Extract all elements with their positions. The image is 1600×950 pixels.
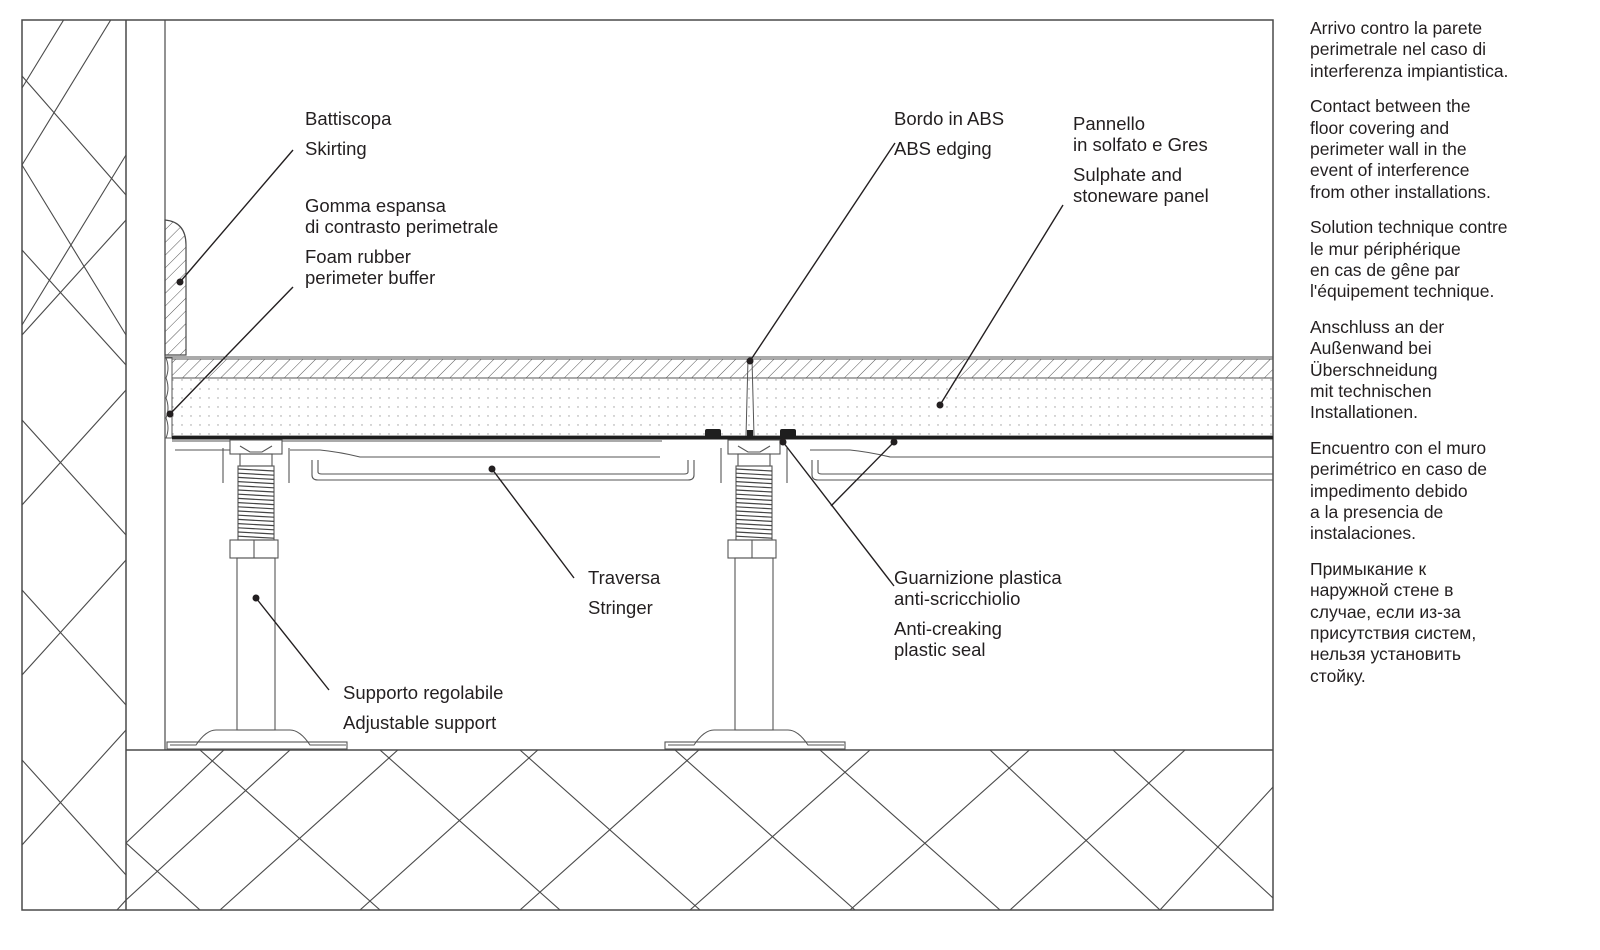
- note-en: Contact between the floor covering and p…: [1310, 96, 1491, 202]
- label-it: anti-scricchiolio: [894, 588, 1021, 609]
- label-it: Pannello: [1073, 113, 1146, 134]
- thread-line: [237, 518, 275, 522]
- thread-line: [735, 518, 773, 522]
- thread-line: [735, 527, 773, 531]
- abs-edging: [745, 358, 755, 438]
- label-en: Anti-creaking: [894, 618, 1002, 639]
- thread-line: [237, 476, 275, 480]
- skirting-board: [164, 219, 187, 356]
- thread-line: [735, 476, 773, 480]
- label-en: plastic seal: [894, 639, 986, 660]
- note-ru: Примыкание к наружной стене в случае, ес…: [1310, 559, 1477, 686]
- thread-line: [735, 497, 773, 501]
- label-it: Guarnizione plastica: [894, 567, 1062, 588]
- label-it: Battiscopa: [305, 108, 392, 129]
- label-en: ABS edging: [894, 138, 992, 159]
- wall-masonry: [22, 20, 166, 910]
- callout-support: Supporto regolabile Adjustable support: [343, 682, 503, 733]
- label-en: perimeter buffer: [305, 267, 436, 288]
- label-en: Foam rubber: [305, 246, 411, 267]
- thread-line: [237, 497, 275, 501]
- thread-line: [237, 527, 275, 531]
- label-en: Sulphate and: [1073, 164, 1183, 185]
- label-en: stoneware panel: [1073, 185, 1209, 206]
- thread-line: [237, 514, 275, 518]
- label-it: Bordo in ABS: [894, 108, 1005, 129]
- thread-line: [237, 531, 275, 535]
- thread-line: [735, 506, 773, 510]
- leader-skirting: [176, 149, 294, 286]
- label-it: in solfato e Gres: [1073, 134, 1208, 155]
- thread-line: [735, 493, 773, 497]
- thread-line: [735, 489, 773, 493]
- thread-line: [237, 535, 275, 539]
- anti-creak-seal: [705, 429, 796, 438]
- drawing-frame: [21, 19, 1274, 911]
- label-it: Traversa: [588, 567, 661, 588]
- callout-seal: Guarnizione plastica anti-scricchiolio A…: [894, 567, 1062, 660]
- leader-abs: [746, 142, 896, 365]
- thread-line: [735, 472, 773, 476]
- thread-line: [237, 468, 275, 472]
- thread-line: [237, 485, 275, 489]
- leader-lines: [166, 142, 1064, 691]
- side-notes: Arrivo contro la parete perimetrale nel …: [1310, 18, 1595, 701]
- thread-line: [735, 514, 773, 518]
- leader-panel: [936, 204, 1064, 409]
- label-en: Skirting: [305, 138, 367, 159]
- leader-support: [252, 594, 330, 691]
- thread-line: [237, 489, 275, 493]
- label-en: Stringer: [588, 597, 653, 618]
- callout-foam-buffer: Gomma espansa di contrasto perimetrale F…: [305, 195, 498, 288]
- callout-abs-edging: Bordo in ABS ABS edging: [894, 108, 1004, 159]
- callout-panel: Pannello in solfato e Gres Sulphate and …: [1073, 113, 1209, 206]
- leader-foam: [166, 286, 294, 418]
- thread-line: [735, 531, 773, 535]
- note-de: Anschluss an der Außenwand bei Überschne…: [1310, 317, 1445, 423]
- note-fr: Solution technique contre le mur périphé…: [1310, 217, 1508, 302]
- thread-line: [735, 502, 773, 506]
- thread-line: [237, 472, 275, 476]
- stringer: [172, 440, 1273, 481]
- thread-line: [237, 493, 275, 497]
- callout-skirting: Battiscopa Skirting: [305, 108, 391, 159]
- adjustable-pedestal: [166, 439, 348, 750]
- thread-line: [735, 485, 773, 489]
- leader-seal: [779, 438, 898, 587]
- thread-line: [735, 468, 773, 472]
- thread-line: [735, 510, 773, 514]
- thread-line: [237, 506, 275, 510]
- note-es: Encuentro con el muro perimétrico en cas…: [1310, 438, 1488, 544]
- label-it: Gomma espansa: [305, 195, 446, 216]
- thread-lines: [237, 468, 773, 539]
- thread-line: [237, 481, 275, 485]
- foam-buffer: [165, 357, 173, 439]
- thread-line: [237, 510, 275, 514]
- concrete-slab: [126, 749, 1273, 910]
- leader-stringer: [488, 465, 575, 579]
- thread-line: [237, 523, 275, 527]
- thread-line: [735, 481, 773, 485]
- thread-line: [735, 523, 773, 527]
- thread-line: [237, 502, 275, 506]
- floor-panel: [165, 356, 1274, 440]
- label-it: Supporto regolabile: [343, 682, 504, 703]
- callout-stringer: Traversa Stringer: [588, 567, 660, 618]
- label-en: Adjustable support: [343, 712, 497, 733]
- thread-line: [735, 535, 773, 539]
- label-it: di contrasto perimetrale: [305, 216, 499, 237]
- note-it: Arrivo contro la parete perimetrale nel …: [1310, 18, 1509, 81]
